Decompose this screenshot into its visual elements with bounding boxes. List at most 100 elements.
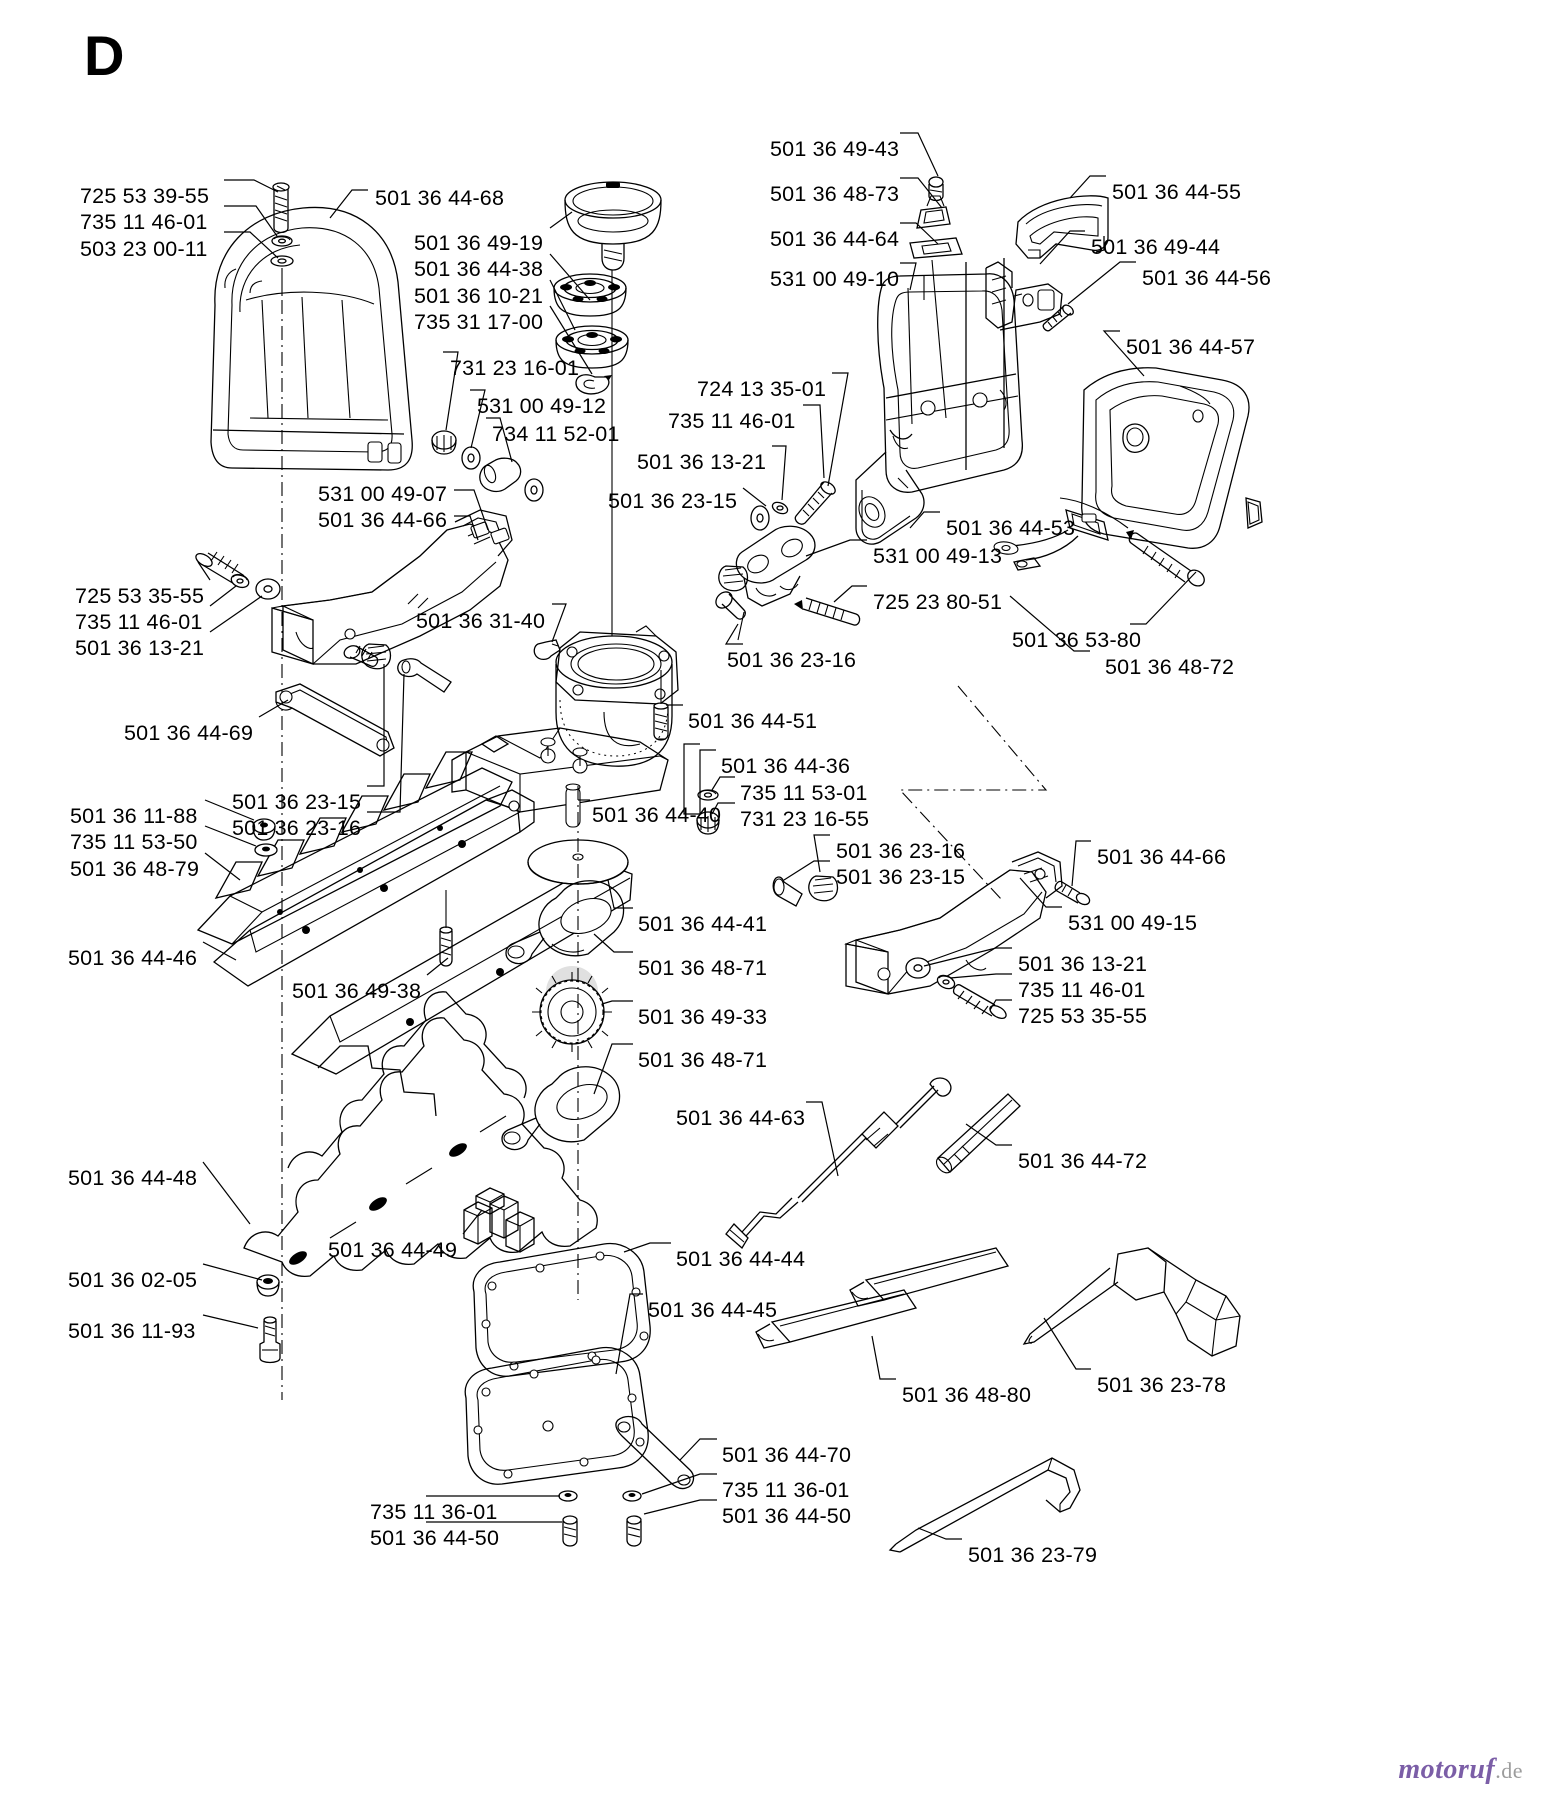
- part-number-label: 501 36 44-64: [770, 227, 900, 251]
- watermark-tld: .de: [1495, 1758, 1523, 1783]
- part-gearbox-housing: [451, 625, 679, 828]
- part-handle-501-36-44-55: [1015, 195, 1109, 259]
- part-number-label: 501 36 48-79: [70, 857, 200, 881]
- part-screw-501-36-44-66-upper: [343, 645, 379, 667]
- part-gasket-501-36-44-44: [472, 1242, 651, 1377]
- part-rocker-501-36-44-69: [275, 683, 395, 757]
- part-number-label: 501 36 44-41: [638, 912, 768, 936]
- part-number-label: 501 36 23-16: [727, 648, 857, 672]
- part-circlip-735-31-17-00: [575, 374, 612, 395]
- part-number-label: 735 11 53-01: [740, 781, 868, 805]
- part-cutter-bar-501-36-44-46: [212, 789, 535, 987]
- part-cutter-bar-501-36-48-79: [196, 751, 513, 945]
- part-number-label: 531 00 49-15: [1068, 911, 1198, 935]
- part-number-label: 501 36 11-88: [70, 804, 198, 828]
- assembly-line-crankcase: [907, 287, 913, 425]
- part-number-label: 501 36 49-38: [292, 979, 422, 1003]
- part-bushing-501-36-23-15-center: [718, 565, 749, 592]
- part-washer-531-00-49-12: [461, 446, 481, 470]
- part-number-label: 501 36 44-45: [648, 1298, 778, 1322]
- part-number-label: 725 53 35-55: [75, 584, 205, 608]
- part-number-label: 501 36 44-48: [68, 1166, 198, 1190]
- part-number-label: 501 36 31-40: [416, 609, 546, 633]
- part-spacers-501-36-44-49: [463, 1187, 535, 1253]
- part-number-label: 501 36 49-33: [638, 1005, 768, 1029]
- part-washer-501-36-13-21-right: [905, 957, 931, 979]
- part-number-label: 501 36 44-40: [592, 803, 722, 827]
- part-screw-725-53-39-55: [272, 182, 290, 234]
- part-number-label: 735 11 36-01: [370, 1500, 498, 1524]
- part-number-label: 501 36 48-71: [638, 956, 768, 980]
- part-number-label: 501 36 13-21: [75, 636, 205, 660]
- part-washer-501-36-13-21-center: [750, 505, 770, 531]
- part-number-label: 501 36 44-53: [946, 516, 1076, 540]
- part-clutch-drum-501-36-49-19: [564, 181, 662, 271]
- part-number-label: 501 36 44-63: [676, 1106, 806, 1130]
- part-number-label: 501 36 53-80: [1012, 628, 1142, 652]
- part-blade-501-36-44-48-lower: [287, 991, 527, 1169]
- part-washer-735-11-46-01-left: [230, 573, 250, 589]
- part-screw-501-36-53-80: [1126, 530, 1205, 587]
- part-cap-501-36-49-43: [928, 176, 944, 202]
- part-allen-key-501-36-23-79: [888, 1457, 1081, 1553]
- part-crank-arm-501-36-48-71-upper: [505, 880, 625, 965]
- part-number-label: 501 36 49-44: [1091, 235, 1221, 259]
- part-number-label: 501 36 48-73: [770, 182, 900, 206]
- part-number-label: 501 36 44-46: [68, 946, 198, 970]
- part-number-label: 501 36 49-43: [770, 137, 900, 161]
- part-left-arm-531-00-49-07: [271, 509, 513, 665]
- part-screw-501-36-44-51: [653, 702, 669, 741]
- part-bushing-501-36-23-15-left: [361, 643, 392, 670]
- part-number-label: 731 23 16-55: [740, 807, 870, 831]
- part-number-label: 501 36 23-15: [232, 790, 362, 814]
- part-screw-724-13-35-01: [794, 481, 836, 525]
- section-letter: D: [84, 24, 125, 87]
- part-screw-725-53-35-55-right: [952, 984, 1007, 1020]
- part-screw-501-36-23-16-center: [715, 591, 746, 620]
- part-number-label: 501 36 44-66: [1097, 845, 1227, 869]
- part-number-label: 725 53 35-55: [1018, 1004, 1148, 1028]
- part-pin-501-36-23-16-left: [397, 658, 452, 693]
- part-number-label: 501 36 13-21: [637, 450, 767, 474]
- part-number-label: 735 11 46-01: [80, 210, 208, 234]
- part-number-label: 501 36 23-79: [968, 1543, 1098, 1567]
- part-washer-735-11-46-01-center: [771, 501, 789, 515]
- part-wrench-501-36-23-78: [1022, 1247, 1241, 1357]
- part-bolt-501-36-11-93: [259, 1316, 281, 1364]
- part-bolt-501-36-44-50-left: [562, 1515, 578, 1547]
- part-gear-501-36-49-33: [532, 966, 612, 1052]
- part-bracket-501-36-44-70: [615, 1415, 695, 1490]
- part-screw-501-36-44-56: [1042, 304, 1074, 332]
- part-bushing-501-36-23-16-right: [808, 875, 839, 902]
- part-file-501-36-48-80: [755, 1247, 1010, 1349]
- part-number-label: 501 36 02-05: [68, 1268, 198, 1292]
- part-screw-501-36-49-38: [439, 926, 453, 967]
- part-cover-501-36-44-45: [464, 1346, 649, 1485]
- part-number-label: 501 36 44-66: [318, 508, 448, 532]
- part-number-label: 724 13 35-01: [697, 377, 827, 401]
- part-number-label: 501 36 44-55: [1112, 180, 1242, 204]
- part-number-label: 501 36 44-50: [722, 1504, 852, 1528]
- part-number-label: 501 36 11-93: [68, 1319, 196, 1343]
- part-nut-731-23-16-55: [696, 811, 720, 835]
- part-tube-501-36-44-72: [935, 1093, 1021, 1174]
- part-number-label: 731 23 16-01: [450, 356, 580, 380]
- part-screw-501-36-44-66-right: [1054, 880, 1091, 906]
- part-number-label: 725 53 39-55: [80, 184, 210, 208]
- part-number-label: 501 36 48-80: [902, 1383, 1032, 1407]
- part-nut-501-36-11-88: [252, 818, 276, 841]
- part-washer-503-23-00-11: [270, 255, 294, 267]
- assembly-dashed-right: [898, 685, 1048, 901]
- watermark-brand: motoruf: [1398, 1754, 1496, 1785]
- part-bushing-734-11-52-01: [479, 457, 522, 493]
- part-washer-735-11-53-50: [254, 843, 278, 857]
- part-washer-small-left: [524, 478, 544, 502]
- part-number-label: 501 36 48-72: [1105, 655, 1235, 679]
- part-washer-735-11-53-01: [697, 789, 719, 801]
- part-number-label: 501 36 23-16: [836, 839, 966, 863]
- part-crankcase-531-00-49-10: [855, 258, 1024, 545]
- part-washer-735-11-36-01-left: [558, 1490, 578, 1502]
- part-number-label: 501 36 44-69: [124, 721, 254, 745]
- part-pin-501-36-23-15-right: [772, 876, 803, 907]
